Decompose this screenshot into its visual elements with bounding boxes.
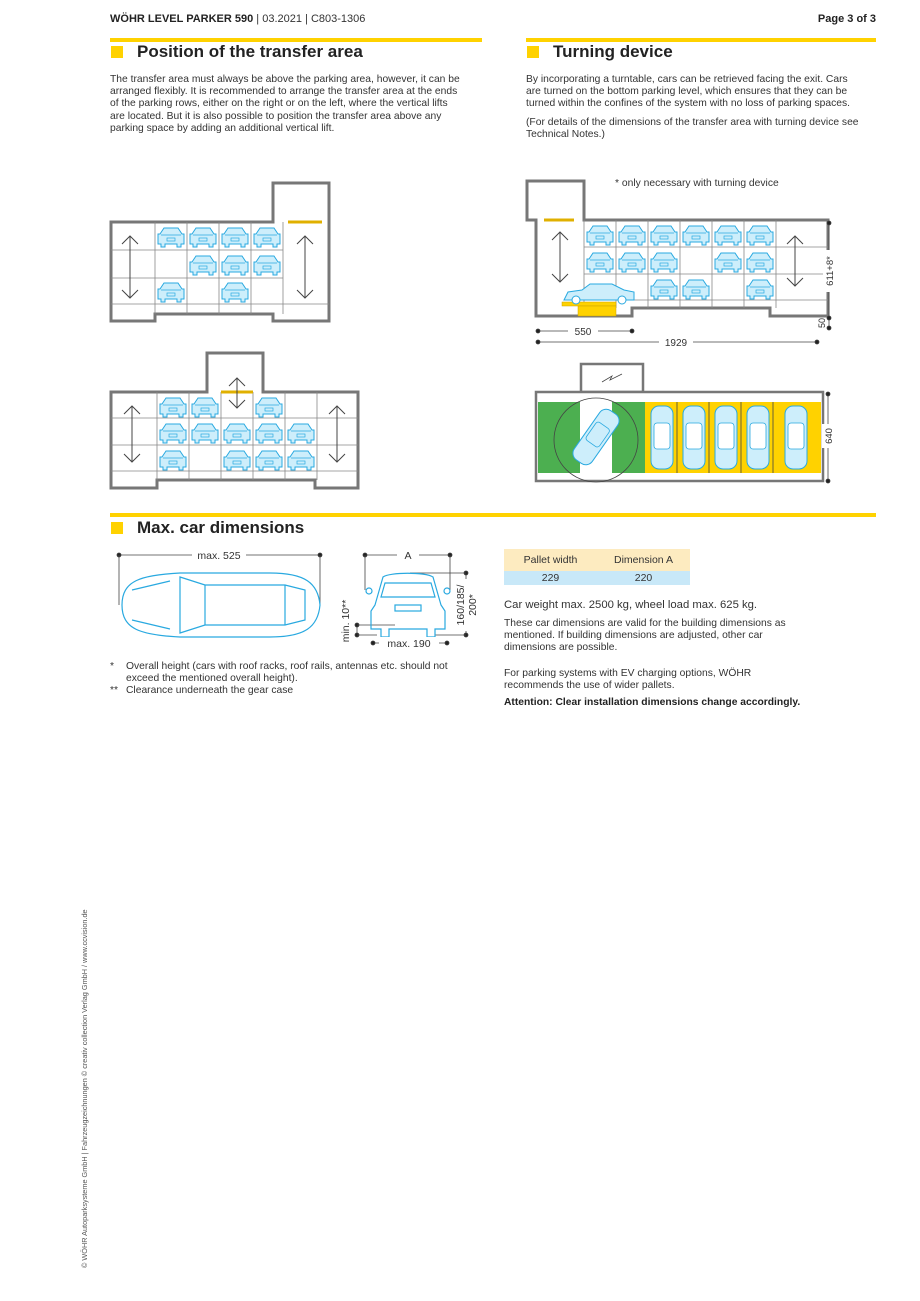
section-rule <box>526 38 876 42</box>
diagram-turning-plan: 640 <box>534 362 835 484</box>
footnotes: * Overall height (cars with roof racks, … <box>110 661 470 698</box>
cell-dimension-a: 220 <box>597 571 690 585</box>
bullet-square-icon <box>111 46 123 58</box>
product-name: WÖHR LEVEL PARKER 590 <box>110 13 254 25</box>
ev-text: For parking systems with EV charging opt… <box>504 668 752 692</box>
car-rear-diagram: A max. 190 160/185/ 200* min. 10** <box>340 548 479 650</box>
document-code: C803-1306 <box>310 13 366 25</box>
bullet-square-icon <box>111 522 123 534</box>
lift-arrow-icon <box>551 231 804 287</box>
document-header: WÖHR LEVEL PARKER 590 | 03.2021 | C803-1… <box>110 13 366 25</box>
attention-text: Attention: Clear installation dimensions… <box>504 697 801 708</box>
dimension-640: 640 <box>824 428 835 444</box>
table-header-row: Pallet width Dimension A <box>504 549 690 571</box>
lift-arrow-icon <box>123 377 346 463</box>
clearance-label: min. 10** <box>340 600 352 643</box>
car-rear-view-icon <box>365 572 451 638</box>
diagram-transfer-middle <box>109 351 360 490</box>
turntable-circle <box>553 397 639 483</box>
footnote: ** Clearance underneath the gear case <box>110 685 294 697</box>
track-width-label: max. 190 <box>387 638 430 650</box>
entry-arrow-icon <box>601 373 623 383</box>
height-label-2: 200* <box>467 594 479 616</box>
dimension-height: 611+8* <box>825 256 836 286</box>
dimension-1929: 1929 <box>665 338 688 349</box>
pallet-dimensions-table: Pallet width Dimension A 229 220 <box>504 549 690 585</box>
section-rule <box>110 38 482 42</box>
height-label: 160/185/ <box>455 584 467 625</box>
car-top-icon <box>572 408 620 466</box>
car-top-view-icon <box>121 572 321 638</box>
building-outline <box>109 351 360 490</box>
section-title-car-dimensions: Max. car dimensions <box>111 518 304 538</box>
validity-text: These car dimensions are valid for the b… <box>504 618 786 654</box>
section-title-turning-device: Turning device <box>527 42 673 62</box>
transfer-area-description: The transfer area must always be above t… <box>110 74 460 134</box>
header-pallet-width: Pallet width <box>504 549 597 571</box>
bullet-square-icon <box>527 46 539 58</box>
dimension-550: 550 <box>575 327 592 338</box>
cell-pallet-width: 229 <box>504 571 597 585</box>
car-weight-text: Car weight max. 2500 kg, wheel load max.… <box>504 599 758 611</box>
lift-arrow-icon <box>121 235 314 299</box>
page-number: Page 3 of 3 <box>817 13 876 25</box>
turning-device-description: By incorporating a turntable, cars can b… <box>526 74 859 140</box>
grid-lines <box>111 392 358 480</box>
car-length-diagram: max. 525 <box>116 548 323 638</box>
copyright-credit: © WÖHR Autoparksysteme GmbH | Fahrzeugze… <box>80 909 89 1268</box>
turntable <box>561 283 635 317</box>
footnote: * Overall height (cars with roof racks, … <box>110 661 448 685</box>
diagram-transfer-right <box>109 181 331 323</box>
document-date: 03.2021 <box>262 13 302 25</box>
dimension-50: 50 <box>817 318 827 328</box>
header-dimension-a: Dimension A <box>597 549 690 571</box>
max-length-label: max. 525 <box>197 550 240 562</box>
car-side-icon <box>563 283 635 301</box>
dimension-a-label: A <box>404 550 411 562</box>
entrance-box <box>579 362 645 394</box>
grid-lines <box>111 222 329 314</box>
section-title-transfer-area: Position of the transfer area <box>111 42 363 62</box>
table-row: 229 220 <box>504 571 690 585</box>
building-outline <box>109 181 331 323</box>
diagram-turning-section: 550 1929 611+8* 50 <box>525 179 836 349</box>
turning-device-note: * only necessary with turning device <box>615 178 779 189</box>
section-rule <box>110 513 876 517</box>
